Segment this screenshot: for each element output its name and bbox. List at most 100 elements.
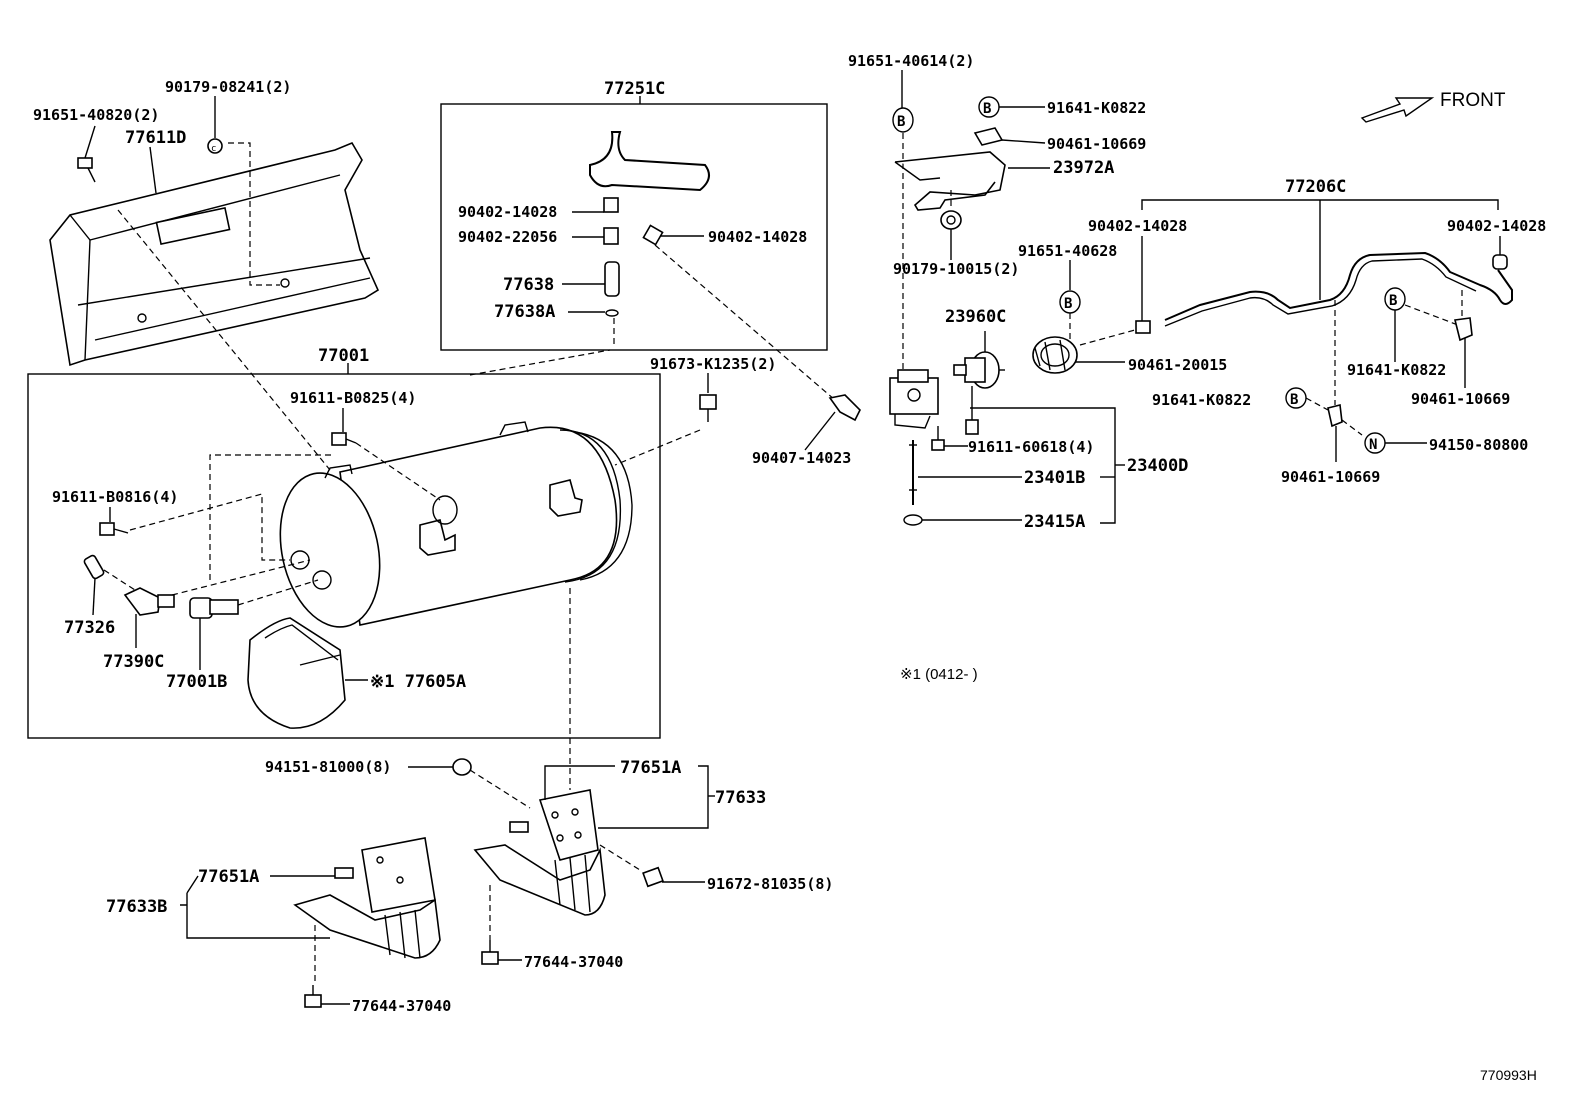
callout-90461-10669: 90461-10669 bbox=[1047, 135, 1146, 153]
callout-23960C: 23960C bbox=[945, 307, 1006, 327]
callout-94151-81000: 94151-81000(8) bbox=[265, 758, 391, 776]
air-tank-77001 bbox=[279, 421, 633, 628]
callout-90461-10669: 90461-10669 bbox=[1281, 468, 1380, 486]
group-box-77001 bbox=[27, 373, 661, 739]
svg-text:c: c bbox=[211, 144, 216, 154]
bolt-icon bbox=[77, 157, 96, 183]
group-box-77251C bbox=[440, 103, 828, 351]
svg-text:B: B bbox=[1064, 296, 1072, 312]
callout-91651-40614: 91651-40614(2) bbox=[848, 52, 974, 70]
pipe-loop-77251C bbox=[589, 131, 710, 192]
callout-91651-40628: 91651-40628 bbox=[1018, 242, 1117, 260]
connector-icon bbox=[965, 386, 979, 435]
callout-77001: 77001 bbox=[318, 346, 369, 366]
callout-77605A: ※1 77605A bbox=[370, 672, 466, 692]
callout-90402-14028: 90402-14028 bbox=[1447, 217, 1546, 235]
marker-b: B bbox=[978, 96, 1000, 118]
callout-90179-08241: 90179-08241(2) bbox=[165, 78, 291, 96]
callout-77390C: 77390C bbox=[103, 652, 164, 672]
footnote: ※1 (0412- ) bbox=[900, 666, 978, 683]
pressure-switch-23960C bbox=[953, 351, 1005, 389]
callout-91611-B0825: 91611-B0825(4) bbox=[290, 389, 416, 407]
valve-block-icon bbox=[889, 369, 939, 429]
callout-90461-10669: 90461-10669 bbox=[1411, 390, 1510, 408]
callout-77644-37040: 77644-37040 bbox=[352, 997, 451, 1015]
clip-icon bbox=[1327, 404, 1343, 428]
callout-77651A: 77651A bbox=[620, 758, 681, 778]
callout-90407-14023: 90407-14023 bbox=[752, 449, 851, 467]
nut-icon bbox=[452, 758, 472, 776]
diagram-id: 770993H bbox=[1480, 1067, 1537, 1083]
marker-n: N bbox=[1364, 432, 1386, 454]
tube-fitting-icon bbox=[828, 394, 861, 422]
bracket-77633 bbox=[473, 789, 606, 916]
brake-pipe-77206C bbox=[1164, 251, 1513, 327]
callout-77326: 77326 bbox=[64, 618, 115, 638]
callout-90402-14028: 90402-14028 bbox=[708, 228, 807, 246]
bolt-icon bbox=[642, 866, 664, 888]
nut-icon: c bbox=[207, 138, 223, 154]
marker-b: B bbox=[1384, 287, 1406, 311]
cover-panel-77611D bbox=[49, 141, 380, 367]
bracket-77633B bbox=[293, 837, 441, 959]
fitting-icon bbox=[603, 197, 619, 213]
callout-77651A: 77651A bbox=[198, 867, 259, 887]
callout-23401B: 23401B bbox=[1024, 468, 1085, 488]
bolt-icon bbox=[331, 432, 357, 446]
callout-23972A: 23972A bbox=[1053, 158, 1114, 178]
seal-icon bbox=[605, 309, 619, 317]
nut-icon bbox=[940, 210, 962, 230]
callout-91611-B0816: 91611-B0816(4) bbox=[52, 488, 178, 506]
stud-icon bbox=[909, 440, 917, 505]
marker-b: B bbox=[1285, 387, 1307, 409]
bolt-icon bbox=[304, 985, 322, 1008]
callout-90402-22056: 90402-22056 bbox=[458, 228, 557, 246]
svg-text:B: B bbox=[1389, 293, 1397, 309]
callout-77633B: 77633B bbox=[106, 897, 167, 917]
marker-b: B bbox=[1059, 290, 1081, 314]
callout-77638A: 77638A bbox=[494, 302, 555, 322]
front-label: FRONT bbox=[1440, 90, 1506, 111]
callout-90179-10015: 90179-10015(2) bbox=[893, 260, 1019, 278]
callout-77206C: 77206C bbox=[1285, 177, 1346, 197]
valve-icon bbox=[604, 261, 620, 297]
svg-text:B: B bbox=[1290, 392, 1298, 408]
callout-23400D: 23400D bbox=[1127, 456, 1188, 476]
callout-77001B: 77001B bbox=[166, 672, 227, 692]
callout-94150-80800: 94150-80800 bbox=[1429, 436, 1528, 454]
callout-77644-37040: 77644-37040 bbox=[524, 953, 623, 971]
bolt-icon bbox=[931, 426, 945, 451]
clamp-icon bbox=[1032, 336, 1078, 374]
bolt-icon bbox=[99, 522, 129, 536]
bolt-icon bbox=[481, 940, 499, 965]
callout-90461-20015: 90461-20015 bbox=[1128, 356, 1227, 374]
fitting-icon bbox=[603, 227, 619, 245]
svg-text:B: B bbox=[897, 114, 905, 130]
callout-91641-K0822: 91641-K0822 bbox=[1152, 391, 1251, 409]
callout-77251C: 77251C bbox=[604, 79, 665, 99]
safety-valve-icon bbox=[189, 597, 239, 619]
callout-23415A: 23415A bbox=[1024, 512, 1085, 532]
callout-91611-60618: 91611-60618(4) bbox=[968, 438, 1094, 456]
bolt-icon bbox=[699, 394, 717, 422]
tank-band-77605A bbox=[247, 617, 346, 729]
callout-91673-K1235: 91673-K1235(2) bbox=[650, 355, 776, 373]
callout-91672-81035: 91672-81035(8) bbox=[707, 875, 833, 893]
flare-nut-icon bbox=[1135, 320, 1151, 334]
svg-text:N: N bbox=[1369, 437, 1377, 453]
callout-90402-14028: 90402-14028 bbox=[458, 203, 557, 221]
washer-icon bbox=[903, 514, 923, 526]
flare-nut-icon bbox=[1492, 254, 1508, 270]
callout-91641-K0822: 91641-K0822 bbox=[1347, 361, 1446, 379]
fitting-icon bbox=[642, 224, 664, 246]
bracket-23972A bbox=[894, 151, 1006, 211]
callout-90402-14028: 90402-14028 bbox=[1088, 217, 1187, 235]
drain-valve-icon bbox=[83, 554, 105, 580]
marker-b: B bbox=[892, 107, 914, 133]
callout-77633: 77633 bbox=[715, 788, 766, 808]
clip-icon bbox=[973, 127, 1004, 146]
callout-91641-K0822: 91641-K0822 bbox=[1047, 99, 1146, 117]
front-arrow-icon bbox=[1360, 97, 1435, 123]
callout-77611D: 77611D bbox=[125, 128, 186, 148]
